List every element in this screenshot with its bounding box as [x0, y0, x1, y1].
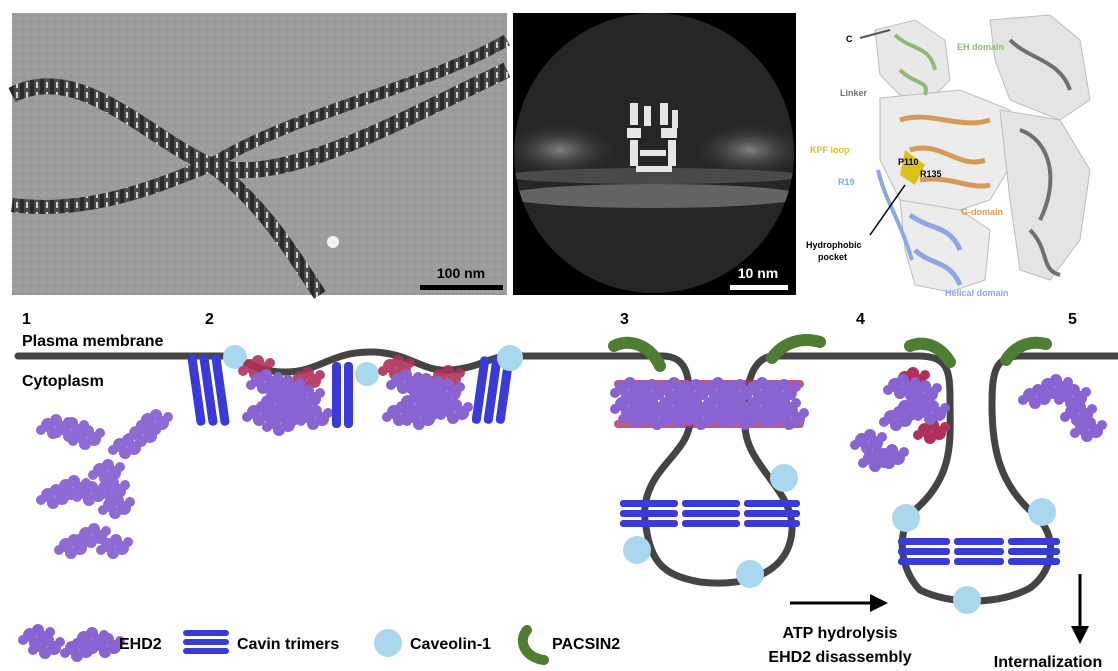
legend-pacsin-label: PACSIN2 [552, 636, 620, 653]
plasma-membrane-label: Plasma membrane [22, 333, 164, 350]
structure-panel: C EH domain Linker KPF loop P110 R135 R1… [806, 14, 1091, 298]
membrane [14, 348, 1118, 605]
caveolin-1 [355, 362, 379, 386]
label-kpf-loop: KPF loop [810, 145, 850, 155]
label-g-domain: G-domain [961, 207, 1003, 217]
label-linker: Linker [840, 88, 868, 98]
cavin-stack [898, 538, 1060, 565]
pacsin2 [1000, 336, 1052, 366]
caveolin-1 [736, 560, 764, 588]
step3-caveola [608, 334, 826, 588]
legend-ehd2-icon [18, 624, 125, 662]
cavin-trimer [187, 354, 230, 426]
cavin-trimer [471, 356, 514, 424]
cavin-trimer [332, 362, 353, 428]
pacsin2 [766, 334, 826, 364]
legend-cavin-label: Cavin trimers [237, 636, 339, 653]
label-eh-domain: EH domain [957, 42, 1004, 52]
legend-caveolin-icon [374, 629, 402, 657]
step-label: 4 [856, 311, 865, 328]
step-label: 5 [1068, 311, 1077, 328]
step-label: 1 [22, 311, 31, 328]
internalization-arrow [1071, 574, 1089, 644]
label-r135: R135 [920, 169, 942, 179]
step2-cluster [187, 345, 523, 436]
legend-ehd2-label: EHD2 [119, 636, 162, 653]
micrograph-panel: 100 nm [8, 13, 511, 299]
ehd2-disassembly-label: EHD2 disassembly [768, 649, 911, 666]
legend-cavin-icon [183, 630, 229, 654]
legend-caveolin-label: Caveolin-1 [410, 636, 491, 653]
caveolin-1 [623, 536, 651, 564]
pacsin2 [608, 336, 666, 372]
step-numbers: 1 2 3 4 5 [22, 311, 1077, 328]
label-r19: R19 [838, 177, 855, 187]
hydrolysis-arrow [790, 594, 888, 612]
internalization-label: Internalization [994, 654, 1102, 671]
caveolin-1 [497, 345, 523, 371]
caveolin-1 [953, 586, 981, 614]
micrograph-scale-label: 100 nm [437, 265, 485, 281]
ehd2-released [850, 367, 950, 472]
label-helical-domain: Helical domain [945, 288, 1009, 298]
caveolin-1 [223, 345, 247, 369]
step-label: 3 [620, 311, 629, 328]
legend-pacsin-icon [517, 625, 549, 665]
caveolin-1 [770, 464, 798, 492]
classavg-panel: 10 nm [513, 13, 796, 295]
caveolin-1 [1028, 498, 1056, 526]
atp-hydrolysis-label: ATP hydrolysis [783, 625, 898, 642]
label-c-terminus: C [846, 34, 853, 44]
step4-caveola [850, 336, 1060, 614]
label-pocket: pocket [818, 252, 847, 262]
label-hydrophobic: Hydrophobic [806, 240, 862, 250]
ehd2-free-step5 [1018, 374, 1107, 442]
ehd2-ring [610, 377, 809, 430]
step-label: 2 [205, 311, 214, 328]
legend: EHD2 Cavin trimers Caveolin-1 PACSIN2 [18, 624, 620, 665]
pacsin2 [904, 337, 956, 368]
cytoplasm-label: Cytoplasm [22, 373, 104, 390]
caveolin-1 [892, 504, 920, 532]
label-p110: P110 [898, 157, 919, 167]
ehd2-cytosolic [36, 409, 173, 559]
classavg-scale-label: 10 nm [738, 265, 778, 281]
cavin-stack [620, 500, 800, 527]
